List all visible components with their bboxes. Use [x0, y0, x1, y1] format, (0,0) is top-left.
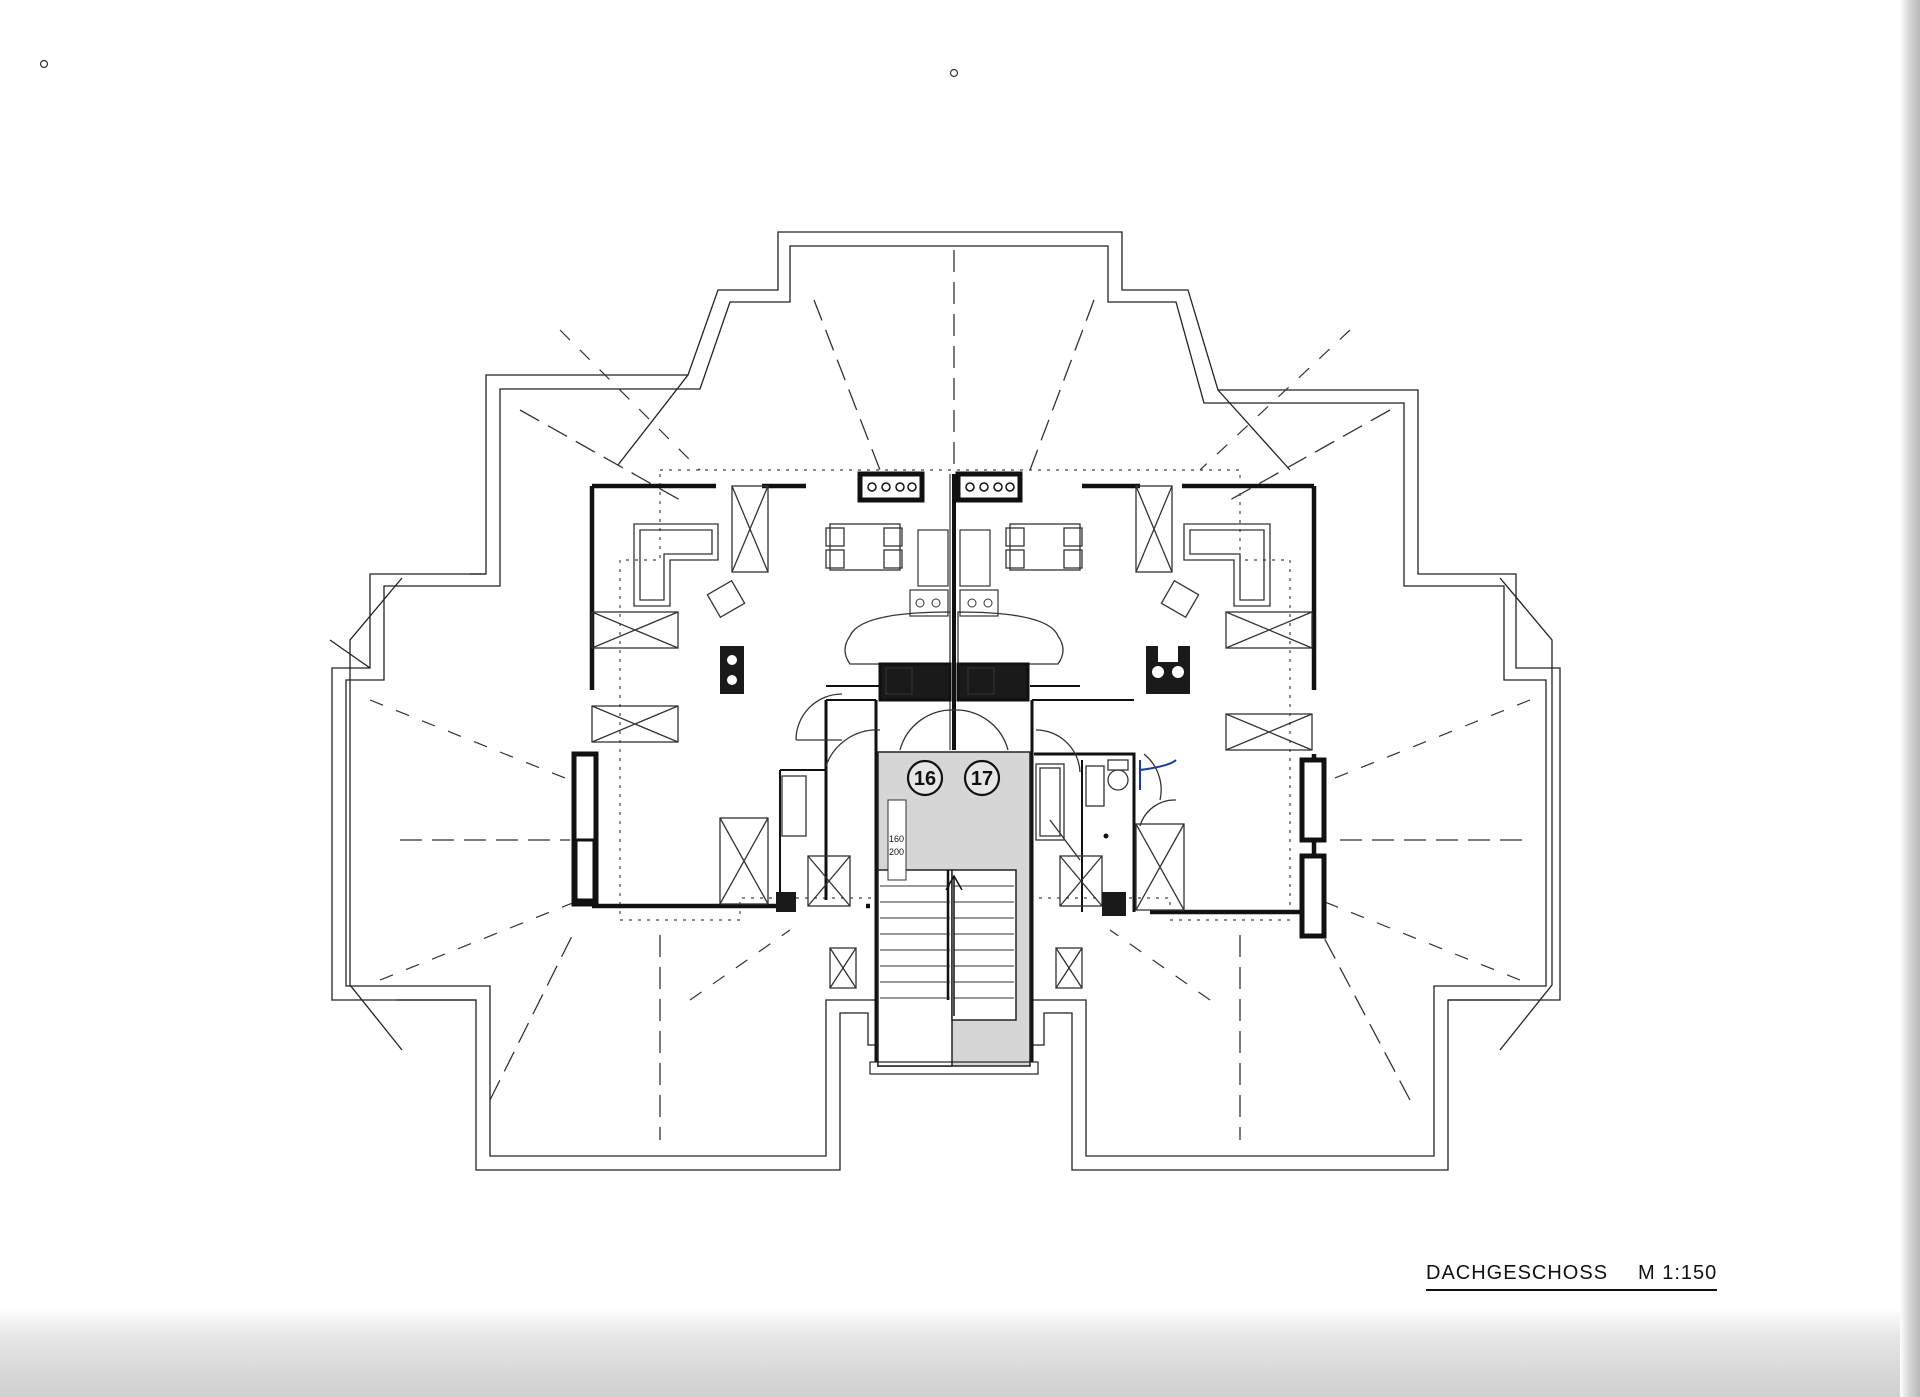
sofas [633, 523, 1271, 619]
kitchen-fixtures [844, 529, 1064, 702]
chimney-blocks [571, 471, 1327, 939]
scan-hole-center [949, 68, 959, 78]
stoves [720, 646, 1190, 916]
unit-marker-17: 17 [963, 759, 1001, 797]
scan-hole-left [39, 59, 49, 69]
plan-scale: M 1:150 [1638, 1262, 1718, 1284]
dining-furniture [825, 523, 1083, 571]
dimension-label-height: 200 [889, 847, 904, 857]
unit-number-17: 17 [971, 768, 993, 790]
terrace-edges [329, 577, 1553, 1051]
scan-bottom-shadow [0, 1308, 1920, 1397]
plan-title: DACHGESCHOSS [1426, 1262, 1609, 1284]
stair-core: 160 200 [869, 751, 1039, 1075]
plan-title-block: DACHGESCHOSS M 1:150 [1426, 1262, 1718, 1291]
unit-number-16: 16 [914, 768, 936, 790]
unit-marker-16: 16 [906, 759, 944, 797]
roof-hip-lines [369, 250, 1531, 1140]
interior-walls [779, 474, 1136, 1062]
inner-zone-outline [619, 469, 1291, 921]
door-swings [795, 693, 1177, 827]
bathroom-fixtures [781, 753, 1177, 861]
scan-right-edge [1900, 0, 1920, 1397]
dimension-label-width: 160 [889, 834, 904, 844]
skylight-windows [591, 485, 1313, 989]
